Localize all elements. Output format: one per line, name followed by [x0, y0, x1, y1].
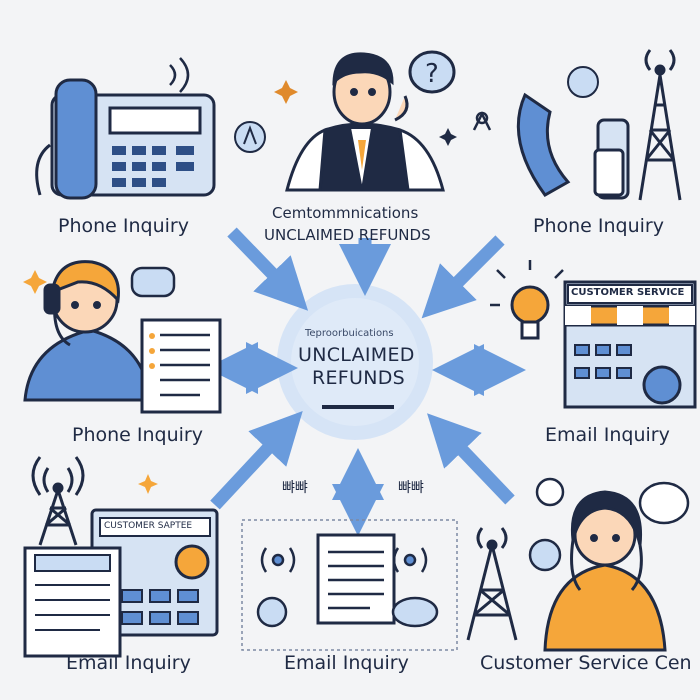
chat-ribbon-icon: [567, 66, 599, 98]
label-mid-left: Phone Inquiry: [72, 424, 203, 446]
service-sign-bottom: CUSTOMER SAPTEE: [104, 521, 193, 531]
question-mark: ?: [425, 59, 439, 89]
businessman-figure: [285, 52, 445, 192]
glyph-right: 뺘뺘: [398, 480, 424, 496]
label-bottom-center: Email Inquiry: [284, 652, 409, 674]
sparkle-icon: [23, 270, 47, 294]
label-bottom-right: Customer Service Cen: [480, 652, 692, 674]
email-panel: [241, 519, 458, 651]
question-bubble-icon: ?: [408, 50, 456, 94]
forms-icon: [23, 508, 219, 658]
tower-icon: [466, 527, 518, 641]
desk-phone-icon: [35, 57, 216, 200]
ribbon-icon: [234, 121, 266, 153]
sparkle-icon: [138, 474, 158, 494]
central-hub: [277, 284, 433, 440]
label-mid-right: Email Inquiry: [545, 424, 670, 446]
arrow-top-left: [227, 227, 309, 311]
arrow-top-right: [421, 235, 505, 319]
ribbon-icon: [472, 111, 492, 131]
lightbulb-icon: [490, 260, 564, 340]
handset-icon: [516, 92, 630, 200]
label-top-center-1: Cemtommnications: [272, 204, 419, 222]
chat-ribbon-icon: [535, 477, 690, 525]
double-arrows: [206, 342, 526, 515]
glyph-left: 뺘뺘: [282, 480, 308, 496]
signal-icon: [260, 547, 428, 573]
document-icon: [140, 318, 222, 414]
hub-title-line2: REFUNDS: [312, 367, 406, 389]
service-sign-top: CUSTOMER SERVICE: [571, 287, 685, 298]
label-top-center-2: UNCLAIMED REFUNDS: [264, 226, 431, 244]
arrow-bottom-right: [427, 413, 515, 505]
chat-ribbon-icon: [130, 266, 176, 298]
label-bottom-left: Email Inquiry: [66, 652, 191, 674]
question-bubble-icon: [528, 538, 562, 572]
hub-title-line1: UNCLAIMED: [298, 344, 415, 366]
woman-figure: [543, 490, 667, 652]
arrow-bottom-left: [210, 410, 303, 510]
headset-person-figure: [23, 260, 152, 402]
label-top-left: Phone Inquiry: [58, 215, 189, 237]
service-booth-icon: [563, 280, 697, 409]
hub-small-text: Teproorbuications: [305, 328, 394, 339]
tower-icon: [31, 456, 85, 546]
label-top-right: Phone Inquiry: [533, 215, 664, 237]
sparkle-icon: [439, 128, 457, 146]
tower-icon: [638, 49, 682, 201]
sparkle-icon: [274, 80, 298, 104]
